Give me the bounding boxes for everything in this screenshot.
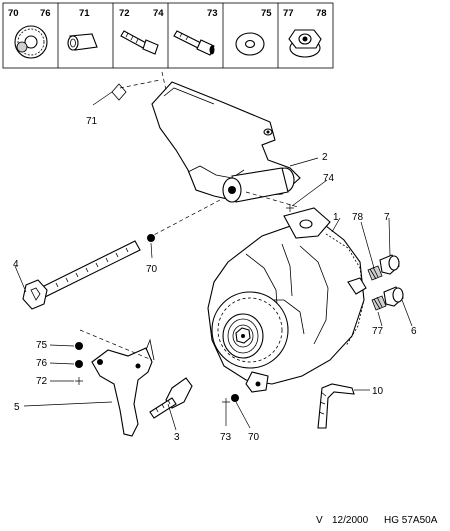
header-ref-70: 70 xyxy=(8,8,19,19)
footer-version: V xyxy=(316,515,323,526)
terminal-nut-77 xyxy=(371,295,387,311)
callout-2: 2 xyxy=(322,152,328,163)
drive-belt-part-10 xyxy=(317,383,355,429)
flange-nut-icon xyxy=(288,29,322,58)
adjuster-bolt-part-3 xyxy=(149,377,193,419)
socket-screw-icon xyxy=(173,30,215,56)
sleeve-spacer-icon xyxy=(67,33,98,51)
header-ref-75: 75 xyxy=(261,8,272,19)
flat-washer-icon xyxy=(235,32,265,56)
callout-78: 78 xyxy=(352,212,364,223)
callout-73: 73 xyxy=(220,432,232,443)
header-ref-71: 71 xyxy=(79,8,90,19)
serrated-washer-icon xyxy=(14,25,48,59)
callout-75: 75 xyxy=(36,340,48,351)
header-ref-74: 74 xyxy=(153,8,164,19)
terminal-cap-7 xyxy=(379,254,400,275)
washer-70-lower xyxy=(231,394,239,402)
callout-5: 5 xyxy=(14,402,20,413)
long-bolt-part-4 xyxy=(22,240,141,310)
cross-73-marker xyxy=(222,398,230,406)
header-ref-72: 72 xyxy=(119,8,130,19)
callout-4: 4 xyxy=(13,259,19,270)
washer-stack-75-76-72 xyxy=(75,342,83,385)
callout-6: 6 xyxy=(411,326,417,337)
parts-header-strip: 70 76 71 72 74 73 xyxy=(2,2,334,69)
footer-reference: V 12/2000 HG 57A50A xyxy=(316,515,438,526)
footer-code: HG 57A50A xyxy=(384,515,438,526)
callout-10: 10 xyxy=(372,386,384,397)
callout-71: 71 xyxy=(86,116,98,127)
cross-74-marker xyxy=(286,204,294,212)
header-ref-76: 76 xyxy=(40,8,51,19)
alternator-part-1 xyxy=(207,207,367,393)
alternator-mounting-bracket xyxy=(151,81,301,203)
header-ref-77: 77 xyxy=(283,8,294,19)
callout-70-upper: 70 xyxy=(146,264,158,275)
callout-70-lower: 70 xyxy=(248,432,260,443)
callout-74: 74 xyxy=(323,173,335,184)
spacer-71-marker xyxy=(111,79,161,101)
callout-76: 76 xyxy=(36,358,48,369)
leader-lines xyxy=(14,91,413,431)
washer-70-upper xyxy=(147,234,155,242)
callout-77: 77 xyxy=(372,326,384,337)
callout-72: 72 xyxy=(36,376,48,387)
terminal-cap-6 xyxy=(383,286,404,307)
hex-bolt-icon xyxy=(120,30,159,55)
terminal-nut-78 xyxy=(367,265,383,281)
callout-3: 3 xyxy=(174,432,180,443)
lower-bracket-part-5 xyxy=(79,329,155,437)
header-ref-78: 78 xyxy=(316,8,327,19)
footer-date: 12/2000 xyxy=(332,515,369,526)
header-ref-73: 73 xyxy=(207,8,218,19)
callout-7: 7 xyxy=(384,212,390,223)
callout-1: 1 xyxy=(333,212,339,223)
